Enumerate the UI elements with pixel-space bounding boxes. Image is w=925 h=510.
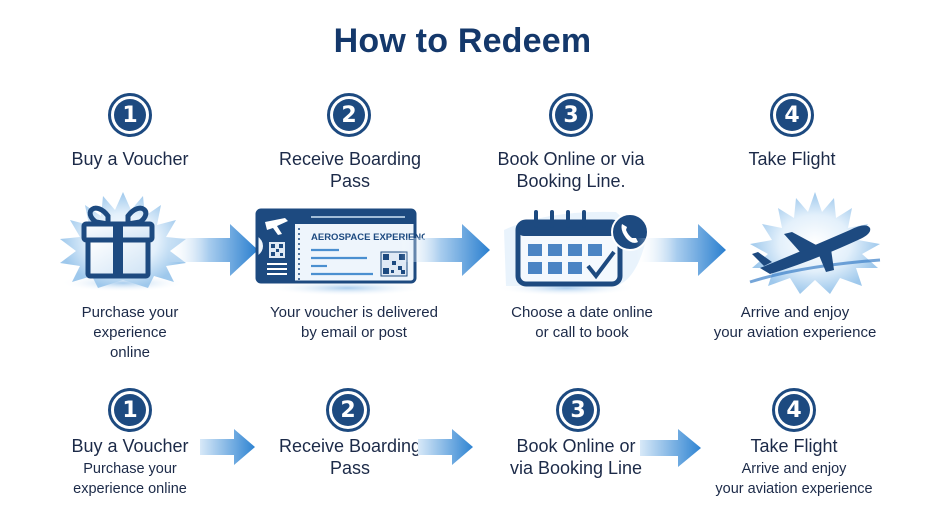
step-4-number-badge: 4 bbox=[770, 93, 814, 137]
bottom-step-2-number-badge: 2 bbox=[326, 388, 370, 432]
airplane-icon bbox=[749, 192, 881, 294]
bottom-step-1-title: Buy a Voucher bbox=[71, 436, 189, 456]
flow-arrow-2-3 bbox=[400, 224, 490, 276]
step-2-number-badge: 2 bbox=[327, 93, 371, 137]
step-4-title: Take Flight bbox=[748, 149, 836, 169]
boarding-pass-icon: AEROSPACE EXPERIENCE bbox=[255, 208, 425, 296]
flow-arrow-3-4 bbox=[636, 224, 726, 276]
description-line: online bbox=[109, 344, 151, 361]
title-line: Receive Boarding bbox=[278, 149, 422, 169]
step-number: 4 bbox=[778, 394, 810, 426]
ticket-shadow bbox=[267, 280, 425, 296]
ticket-label: AEROSPACE EXPERIENCE bbox=[311, 232, 425, 243]
description-line: Arrive and enjoy bbox=[741, 461, 847, 477]
bottom-step-1-description: Purchase your experience online bbox=[35, 459, 225, 499]
title-line: Book Online or bbox=[516, 436, 636, 456]
flow-arrow-1-2 bbox=[168, 224, 258, 276]
gift-box bbox=[81, 205, 155, 279]
step-1-description: Purchase your experience online bbox=[30, 303, 230, 363]
bottom-step-3-title: Book Online or via Booking Line bbox=[476, 435, 676, 479]
bottom-arrow-1-2 bbox=[200, 429, 255, 465]
title-line: Pass bbox=[329, 171, 371, 191]
description-line: or call to book bbox=[535, 324, 629, 341]
description-line: experience online bbox=[73, 481, 187, 497]
calendar-phone-icon bbox=[496, 210, 649, 296]
step-1-number-badge: 1 bbox=[108, 93, 152, 137]
title-line: Booking Line. bbox=[516, 171, 626, 191]
airplane-glyph bbox=[752, 225, 871, 274]
step-number: 4 bbox=[776, 99, 808, 131]
page-title: How to Redeem bbox=[333, 22, 592, 60]
plane-glyph bbox=[265, 218, 288, 235]
description-line: Your voucher is delivered bbox=[270, 304, 438, 321]
step-number: 1 bbox=[114, 99, 146, 131]
step-3-title: Book Online or via Booking Line. bbox=[460, 148, 682, 192]
step-number: 3 bbox=[562, 394, 594, 426]
step-4-description: Arrive and enjoy your aviation experienc… bbox=[684, 303, 906, 343]
description-line: Purchase your bbox=[81, 304, 179, 321]
title-line: Receive Boarding bbox=[278, 436, 422, 456]
step-1-title: Buy a Voucher bbox=[71, 149, 189, 169]
step-3-description: Choose a date online or call to book bbox=[472, 303, 692, 343]
step-number: 2 bbox=[333, 99, 365, 131]
step-number: 2 bbox=[332, 394, 364, 426]
gift-icon bbox=[60, 192, 186, 292]
checkmark bbox=[586, 250, 616, 280]
bottom-step-1-number-badge: 1 bbox=[108, 388, 152, 432]
title-line: Book Online or via bbox=[497, 149, 645, 169]
description-line: your aviation experience bbox=[715, 481, 873, 497]
description-line: experience bbox=[93, 324, 167, 341]
step-2-description: Your voucher is delivered by email or po… bbox=[244, 303, 464, 343]
bottom-step-4-title: Take Flight bbox=[750, 436, 838, 456]
title-line: Pass bbox=[329, 458, 371, 478]
description-line: your aviation experience bbox=[713, 324, 877, 341]
bottom-step-3-number-badge: 3 bbox=[556, 388, 600, 432]
bottom-step-4-number-badge: 4 bbox=[772, 388, 816, 432]
bottom-step-4-description: Arrive and enjoy your aviation experienc… bbox=[684, 459, 904, 499]
step-number: 3 bbox=[555, 99, 587, 131]
description-line: Purchase your bbox=[83, 461, 177, 477]
bottom-arrow-3-4 bbox=[640, 429, 701, 467]
description-line: Arrive and enjoy bbox=[740, 304, 850, 321]
title-line: via Booking Line bbox=[509, 458, 643, 478]
description-line: by email or post bbox=[301, 324, 407, 341]
step-number: 1 bbox=[114, 394, 146, 426]
bottom-arrow-2-3 bbox=[418, 429, 473, 465]
step-2-title: Receive Boarding Pass bbox=[240, 148, 460, 192]
description-line: Choose a date online bbox=[511, 304, 653, 321]
step-3-number-badge: 3 bbox=[549, 93, 593, 137]
bottom-step-2-title: Receive Boarding Pass bbox=[240, 435, 460, 479]
phone-glyph bbox=[621, 224, 638, 243]
airplane-burst bbox=[750, 192, 880, 294]
